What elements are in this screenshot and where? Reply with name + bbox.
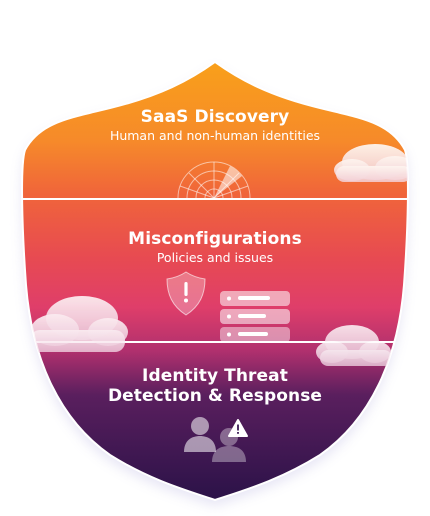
policy-list-icon: [220, 291, 290, 342]
section-title-itdr-line2: Detection & Response: [107, 386, 323, 406]
radar-icon: [177, 161, 251, 199]
section-title-itdr-line1: Identity Threat: [142, 366, 288, 386]
cloud-icon: [334, 144, 408, 182]
section-title-misconfigurations: Misconfigurations: [128, 229, 302, 249]
section-subtitle-misconfigurations: Policies and issues: [156, 250, 274, 265]
section-subtitle-saas-discovery: Human and non-human identities: [109, 128, 321, 143]
cloud-icon: [30, 296, 128, 352]
shield-alert-icon: [166, 271, 206, 316]
users-warning-icon: [184, 417, 248, 462]
shield-body: [21, 60, 409, 502]
cloud-icon: [316, 325, 392, 366]
section-title-saas-discovery: SaaS Discovery: [140, 107, 290, 127]
